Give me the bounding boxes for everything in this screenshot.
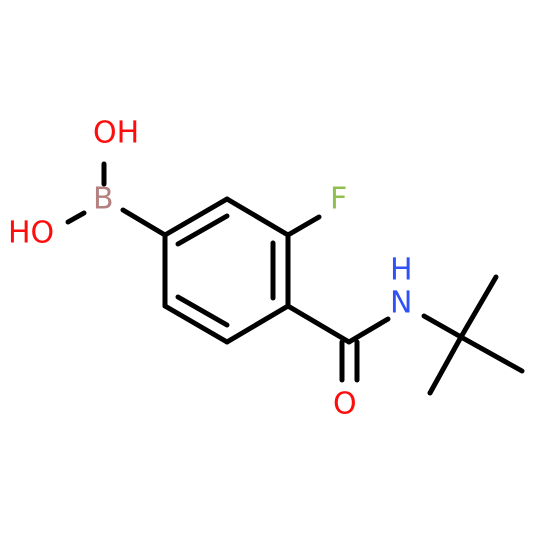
- bond-ring-f: [285, 214, 322, 238]
- ring-bond-5-inner: [175, 294, 230, 328]
- atom-b: B: [93, 182, 114, 217]
- bond-c-n: [346, 316, 391, 345]
- bond-b-ring: [120, 207, 168, 238]
- ring-bond-1: [162, 196, 230, 238]
- ring-bond-2: [224, 196, 291, 238]
- ring-bond-5: [162, 303, 230, 345]
- atom-f: F: [330, 182, 347, 217]
- bond-tbu-3: [427, 334, 464, 396]
- atom-oh-top: OH: [93, 116, 139, 151]
- ring-bond-4: [224, 303, 291, 345]
- atom-labels: OH HO B F H N O: [8, 116, 413, 422]
- bond-b-oh-left: [65, 210, 87, 225]
- bond-tbu-1: [458, 274, 499, 340]
- bonds: [65, 161, 525, 396]
- bond-ring-carbonyl: [285, 303, 352, 345]
- ring-bond-1-inner: [175, 213, 230, 247]
- atom-ho-left: HO: [8, 216, 54, 251]
- bond-n-c: [421, 313, 464, 340]
- atom-nh-h: H: [390, 253, 413, 288]
- atom-o-carbonyl: O: [333, 387, 357, 422]
- bond-tbu-2: [458, 334, 525, 374]
- atom-nh-n: N: [390, 286, 412, 321]
